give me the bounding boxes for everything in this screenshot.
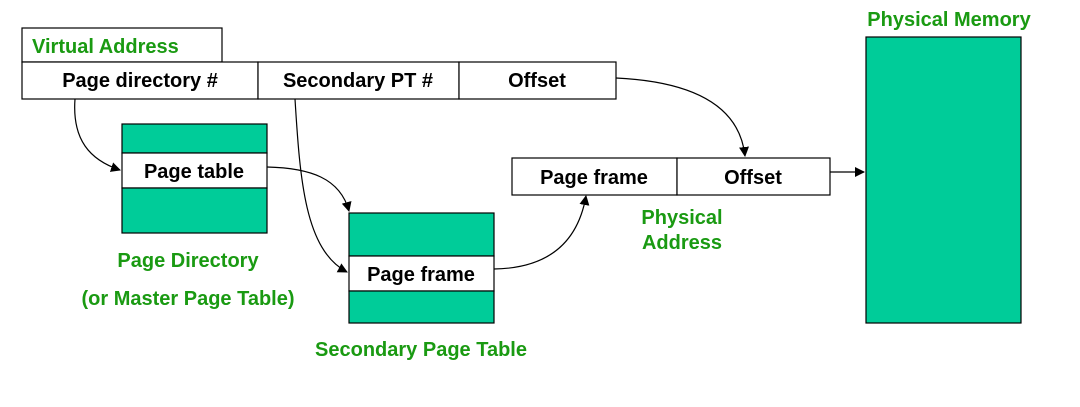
virtual-address-label: Virtual Address <box>32 36 179 58</box>
arrow-va-offset-to-physical-offset <box>615 77 749 157</box>
physical-address-label-line1: Physical <box>641 207 722 229</box>
page-directory: Page table Page Directory (or Master Pag… <box>81 123 295 310</box>
virtual-address: Virtual Address Page directory # Seconda… <box>21 27 617 100</box>
page-directory-top <box>121 123 268 154</box>
va-field-offset-label: Offset <box>508 70 566 92</box>
arrow-page-frame-entry-to-physical-page-frame <box>493 195 590 270</box>
physical-address: Page frame Offset Physical Address <box>511 157 831 254</box>
secondary-page-table: Page frame Secondary Page Table <box>315 212 527 361</box>
va-field-page-directory-label: Page directory # <box>62 70 218 92</box>
secondary-page-table-top <box>348 212 495 257</box>
arrow-va-secondary-pt-to-page-frame-entry <box>294 98 348 273</box>
physical-memory: Physical Memory <box>865 9 1032 324</box>
page-directory-title: Page Directory <box>117 250 259 272</box>
va-field-offset <box>458 61 617 100</box>
pa-field-page-frame-label: Page frame <box>540 167 648 189</box>
page-directory-entry-label: Page table <box>144 161 244 183</box>
page-directory-subtitle: (or Master Page Table) <box>81 288 294 310</box>
physical-memory-title: Physical Memory <box>867 9 1031 31</box>
va-field-secondary-pt <box>257 61 460 100</box>
virtual-address-tab <box>21 27 223 63</box>
arrow-page-table-to-secondary-page-table <box>266 166 352 212</box>
pa-field-offset <box>676 157 831 196</box>
arrow-va-page-directory-to-page-table <box>74 98 121 172</box>
secondary-page-table-entry-label: Page frame <box>367 264 475 286</box>
secondary-page-table-entry <box>348 255 495 292</box>
pa-field-page-frame <box>511 157 678 196</box>
secondary-page-table-title: Secondary Page Table <box>315 339 527 361</box>
va-field-page-directory <box>21 61 259 100</box>
secondary-page-table-bottom <box>348 290 495 324</box>
page-directory-bottom <box>121 187 268 234</box>
arrows <box>74 77 865 273</box>
physical-address-label-line2: Address <box>642 232 722 254</box>
physical-memory-block <box>865 36 1022 324</box>
pa-field-offset-label: Offset <box>724 167 782 189</box>
va-field-secondary-pt-label: Secondary PT # <box>283 70 433 92</box>
